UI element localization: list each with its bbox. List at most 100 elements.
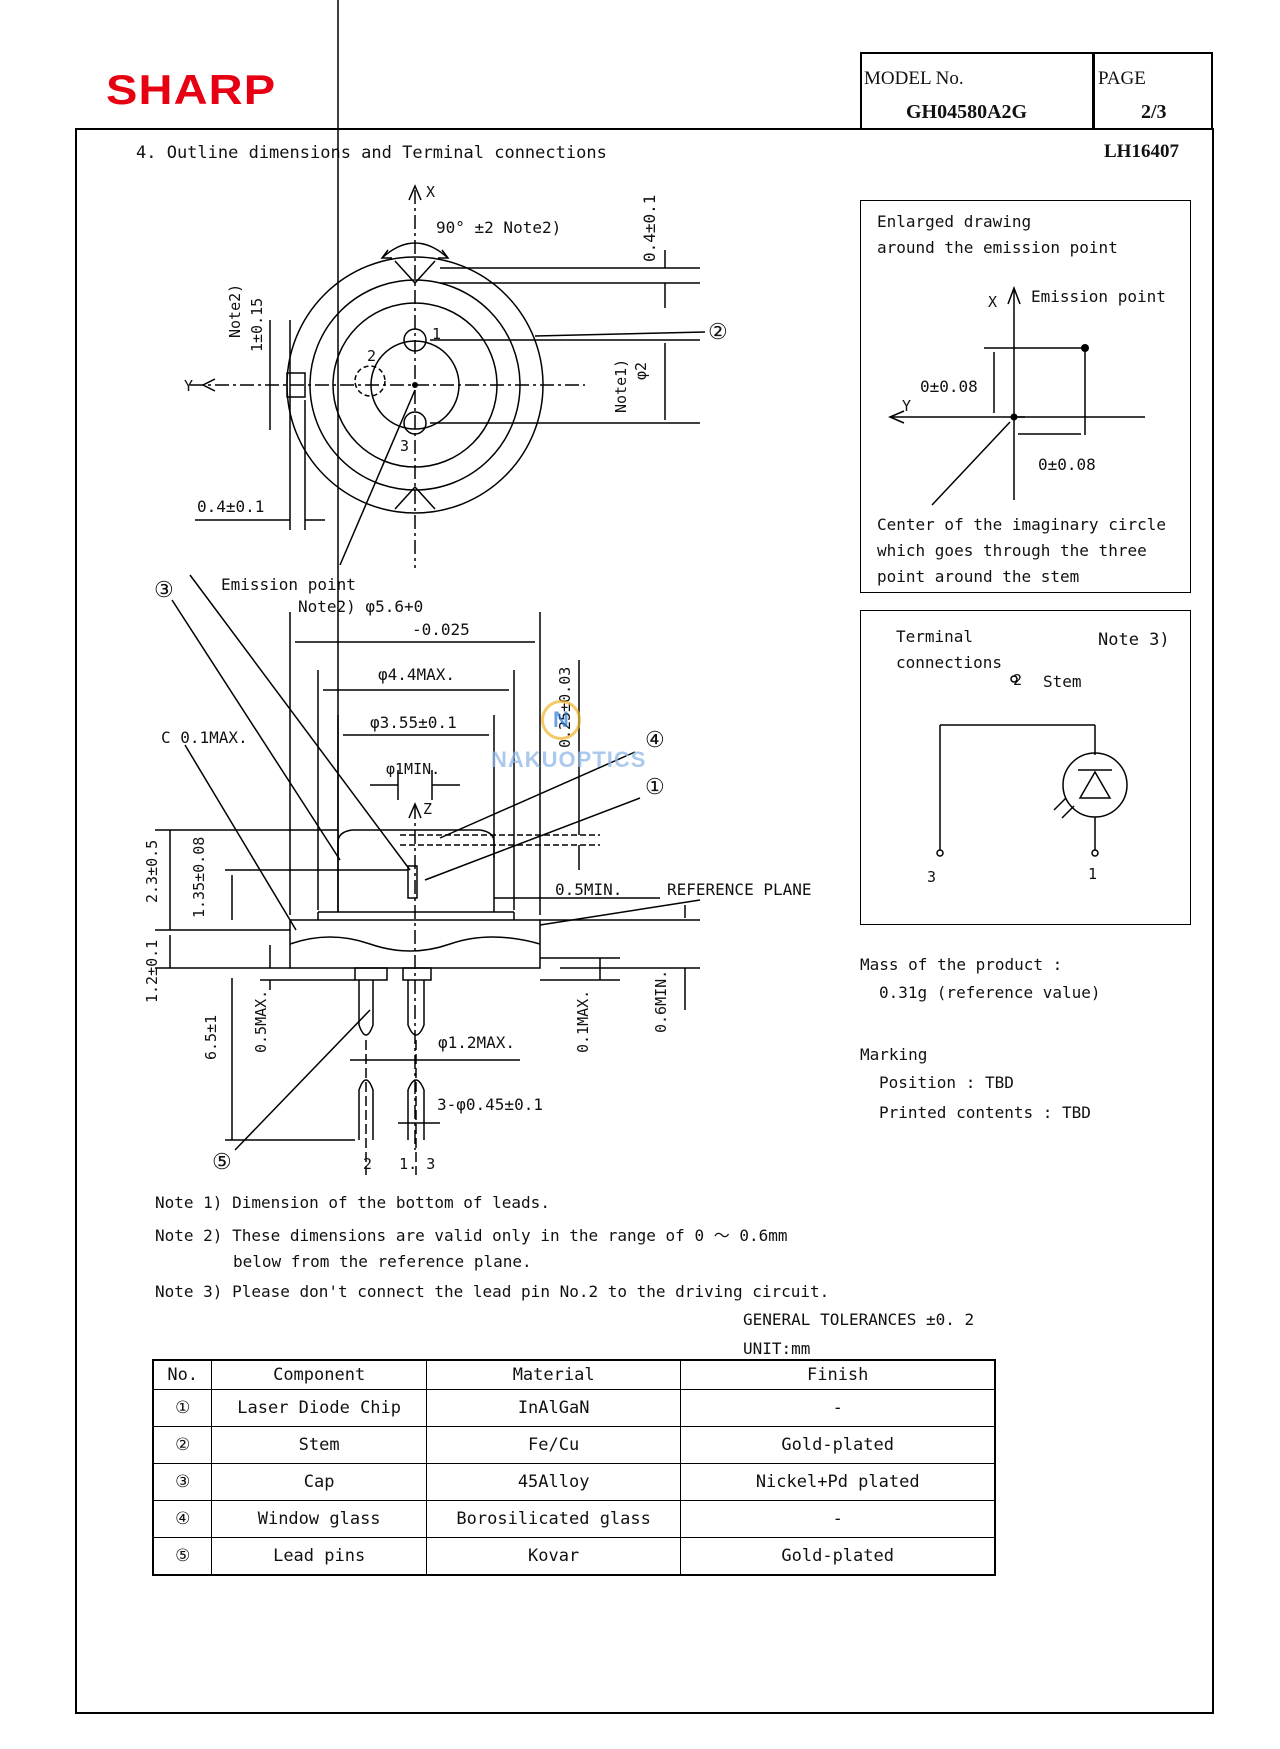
angle-label: 90° ±2 Note2)	[436, 218, 562, 237]
terminal-schematic	[936, 675, 1128, 857]
enlarged-dim-x: 0±0.08	[1038, 455, 1096, 474]
doc-code: LH16407	[1104, 141, 1179, 162]
pin1-label: 1	[432, 325, 442, 343]
pin2-circle	[354, 365, 386, 397]
callout-4: ④	[645, 728, 665, 753]
parts-table: No. Component Material Finish ① Laser Di…	[152, 1359, 996, 1576]
stem-break	[289, 936, 541, 952]
row-material: Kovar	[425, 1537, 682, 1576]
angle-arrow-left	[380, 249, 392, 259]
axis-z-label: Z	[423, 800, 433, 818]
note-3: Note 3) Please don't connect the lead pi…	[155, 1282, 830, 1301]
lead2-lower	[358, 1079, 374, 1140]
enlarged-emission-point: Emission point	[1031, 287, 1166, 306]
terminal-title-1: Terminal	[896, 627, 974, 646]
lead-labels: 2 1. 3	[363, 1155, 436, 1173]
enlarged-drawing-box	[860, 200, 1191, 593]
row-no: ④	[152, 1500, 213, 1538]
dim-12: 1.2±0.1	[143, 939, 161, 1003]
row-material: Borosilicated glass	[425, 1500, 682, 1538]
header-box	[860, 52, 1213, 128]
row-component: Lead pins	[211, 1537, 427, 1576]
row-no: ①	[152, 1389, 213, 1427]
enlarged-dim-y: 0±0.08	[920, 377, 978, 396]
dim-04-left: 0.4±0.1	[197, 497, 265, 516]
dim-lead: 3-φ0.45±0.1	[437, 1095, 543, 1114]
cap-circle	[332, 302, 498, 468]
note2-dia-label: Note2) φ5.6+0	[298, 597, 424, 616]
side-notch	[286, 372, 306, 398]
lead2-upper	[358, 980, 374, 1036]
row-material: InAlGaN	[425, 1389, 682, 1427]
stem-ring-circle	[309, 279, 521, 491]
section-title: 4. Outline dimensions and Terminal conne…	[136, 143, 607, 163]
dim-phi12: φ1.2MAX.	[438, 1033, 516, 1052]
sharp-logo: SHARP	[106, 66, 277, 113]
header-finish: Finish	[680, 1359, 996, 1390]
outline-drawing	[155, 0, 706, 1175]
document-frame	[75, 128, 1214, 1714]
terminal-connections-box	[860, 610, 1191, 925]
row-no: ⑤	[152, 1537, 213, 1576]
model-value: GH04580A2G	[906, 101, 1028, 123]
lead2-top	[354, 967, 388, 981]
row-material: Fe/Cu	[425, 1426, 682, 1464]
row-finish: Gold-plated	[680, 1537, 996, 1576]
header-material: Material	[425, 1359, 682, 1390]
row-component: Laser Diode Chip	[211, 1389, 427, 1427]
pin1-circle	[403, 328, 427, 352]
mass-label: Mass of the product :	[860, 955, 1063, 974]
terminal-pin1: 1	[1088, 865, 1098, 883]
pin2-label: 2	[367, 347, 377, 365]
emission-point-label: Emission point	[221, 575, 356, 594]
dim-01max: 0.1MAX.	[574, 989, 592, 1053]
table-row: ③ Cap 45Alloy Nickel+Pd plated	[152, 1463, 996, 1501]
note-2-cont: below from the reference plane.	[233, 1252, 532, 1271]
x-axis-arrow	[408, 184, 422, 201]
emission-dot	[412, 382, 418, 388]
dim-135: 1.35±0.08	[190, 836, 208, 918]
enlarged-caption-2: which goes through the three	[877, 541, 1147, 560]
row-component: Stem	[211, 1426, 427, 1464]
dim-04-top: 0.4±0.1	[640, 194, 659, 262]
dim-65: 6.5±1	[202, 1014, 220, 1060]
enlarged-caption-3: point around the stem	[877, 567, 1080, 586]
cap-dome	[337, 829, 495, 858]
dim-phi2: φ2	[632, 361, 650, 380]
table-header-row: No. Component Material Finish	[152, 1359, 996, 1390]
row-finish: Gold-plated	[680, 1426, 996, 1464]
dim-phi1min: φ1MIN.	[386, 760, 441, 778]
y-axis-arrow	[201, 378, 216, 392]
axis-y-label: Y	[184, 377, 194, 395]
row-finish: -	[680, 1500, 996, 1538]
row-no: ②	[152, 1426, 213, 1464]
callout-2: ②	[708, 320, 728, 345]
watermark-text: NAKUOPTICS	[491, 747, 647, 772]
lead1-upper	[407, 980, 425, 1036]
row-component: Cap	[211, 1463, 427, 1501]
header-component: Component	[211, 1359, 427, 1390]
dim-05max: 0.5MAX.	[252, 989, 270, 1053]
unit-label: UNIT:mm	[743, 1339, 811, 1358]
marking-position: Position : TBD	[879, 1073, 1014, 1092]
table-row: ① Laser Diode Chip InAlGaN -	[152, 1389, 996, 1427]
general-tolerances: GENERAL TOLERANCES ±0. 2	[743, 1310, 975, 1329]
note1-side: Note1)	[612, 358, 630, 413]
watermark-badge: N	[541, 700, 581, 740]
dim-1-015: 1±0.15	[248, 297, 266, 352]
dim-c01: C 0.1MAX.	[161, 728, 248, 747]
laser-chip	[407, 865, 418, 899]
callout-3: ③	[154, 578, 174, 603]
table-row: ② Stem Fe/Cu Gold-plated	[152, 1426, 996, 1464]
enlarged-caption-1: Center of the imaginary circle	[877, 515, 1166, 534]
enlarged-diagram	[888, 285, 1145, 506]
axis-x-label: X	[426, 183, 436, 201]
page-label: PAGE	[1098, 68, 1146, 89]
table-row: ⑤ Lead pins Kovar Gold-plated	[152, 1537, 996, 1576]
header-divider	[1092, 52, 1095, 128]
marking-label: Marking	[860, 1045, 928, 1064]
header-no: No.	[152, 1359, 213, 1390]
marking-printed: Printed contents : TBD	[879, 1103, 1091, 1122]
terminal-note: Note 3)	[1098, 630, 1170, 650]
row-finish: -	[680, 1389, 996, 1427]
